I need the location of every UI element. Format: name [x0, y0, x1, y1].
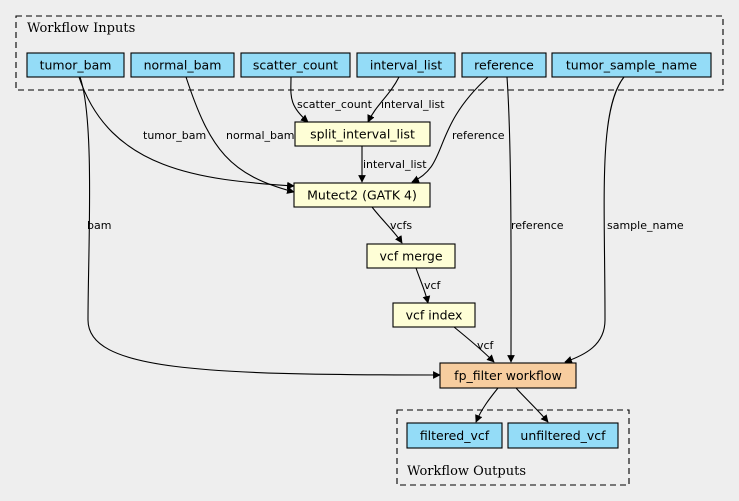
- edge-bam: [79, 76, 441, 379]
- step-nodes: split_interval_list Mutect2 (GATK 4) vcf…: [293, 121, 577, 389]
- edge-normal-bam: [185, 76, 295, 194]
- edge-label-vcf-index: vcf: [477, 339, 495, 352]
- edge-unfiltered-vcf: [515, 387, 549, 423]
- node-tumor-bam[interactable]: tumor_bam: [26, 52, 125, 78]
- node-fp-filter-workflow-label: fp_filter workflow: [454, 368, 562, 383]
- node-interval-list[interactable]: interval_list: [356, 52, 456, 78]
- node-mutect2[interactable]: Mutect2 (GATK 4): [293, 182, 431, 208]
- workflow-outputs-label: Workflow Outputs: [407, 464, 526, 479]
- edge-labels: scatter_count interval_list tumor_bam no…: [87, 98, 684, 352]
- edge-scatter-count: [290, 76, 309, 123]
- node-split-interval-list[interactable]: split_interval_list: [294, 121, 431, 147]
- edge-label-vcfs: vcfs: [390, 219, 412, 232]
- node-interval-list-label: interval_list: [370, 58, 442, 73]
- edge-sample-name: [564, 76, 625, 364]
- edge-vcf-merge-out: [415, 267, 431, 304]
- node-reference-label: reference: [474, 58, 534, 73]
- node-unfiltered-vcf[interactable]: unfiltered_vcf: [507, 422, 619, 449]
- edge-label-vcf-merge: vcf: [424, 279, 442, 292]
- edge-label-interval-list-mutect: interval_list: [363, 158, 427, 171]
- node-vcf-index[interactable]: vcf index: [392, 302, 476, 328]
- node-tumor-bam-label: tumor_bam: [40, 58, 112, 73]
- edge-filtered-vcf: [475, 387, 499, 423]
- node-mutect2-label: Mutect2 (GATK 4): [307, 188, 417, 203]
- edge-interval-list: [367, 76, 400, 123]
- workflow-inputs-label: Workflow Inputs: [27, 21, 135, 36]
- edge-vcf-index-out: [453, 326, 495, 363]
- node-filtered-vcf[interactable]: filtered_vcf: [406, 422, 503, 449]
- edge-label-sample-name: sample_name: [607, 219, 684, 232]
- workflow-inputs-cluster: [15, 15, 724, 91]
- edge-label-reference-filter: reference: [511, 219, 564, 232]
- output-nodes: filtered_vcf unfiltered_vcf: [406, 422, 619, 449]
- edge-label-normal-bam: normal_bam: [226, 129, 294, 142]
- node-normal-bam[interactable]: normal_bam: [130, 52, 235, 78]
- node-unfiltered-vcf-label: unfiltered_vcf: [520, 428, 606, 443]
- node-vcf-merge[interactable]: vcf merge: [366, 243, 456, 269]
- node-reference[interactable]: reference: [461, 52, 547, 78]
- node-filtered-vcf-label: filtered_vcf: [420, 428, 490, 443]
- node-split-interval-list-label: split_interval_list: [310, 127, 415, 142]
- node-scatter-count[interactable]: scatter_count: [240, 52, 351, 78]
- node-fp-filter-workflow[interactable]: fp_filter workflow: [439, 362, 577, 389]
- edge-reference-filter: [506, 76, 515, 363]
- edge-label-reference-mutect: reference: [452, 129, 505, 142]
- edge-vcfs: [371, 206, 403, 244]
- node-scatter-count-label: scatter_count: [253, 58, 338, 73]
- edge-tumor-bam: [78, 76, 295, 190]
- node-vcf-index-label: vcf index: [406, 308, 463, 323]
- input-nodes: tumor_bam normal_bam scatter_count inter…: [26, 52, 712, 78]
- workflow-outputs-cluster: [396, 409, 630, 486]
- edge-label-tumor-bam: tumor_bam: [143, 129, 206, 142]
- node-normal-bam-label: normal_bam: [144, 58, 222, 73]
- edge-label-interval-list: interval_list: [381, 98, 445, 111]
- edges: [78, 76, 625, 423]
- edge-reference-mutect: [411, 76, 489, 183]
- node-vcf-merge-label: vcf merge: [379, 249, 442, 264]
- node-tumor-sample-name[interactable]: tumor_sample_name: [551, 52, 712, 78]
- edge-label-bam: bam: [87, 219, 111, 232]
- node-tumor-sample-name-label: tumor_sample_name: [566, 58, 697, 73]
- edge-label-scatter-count: scatter_count: [297, 98, 373, 111]
